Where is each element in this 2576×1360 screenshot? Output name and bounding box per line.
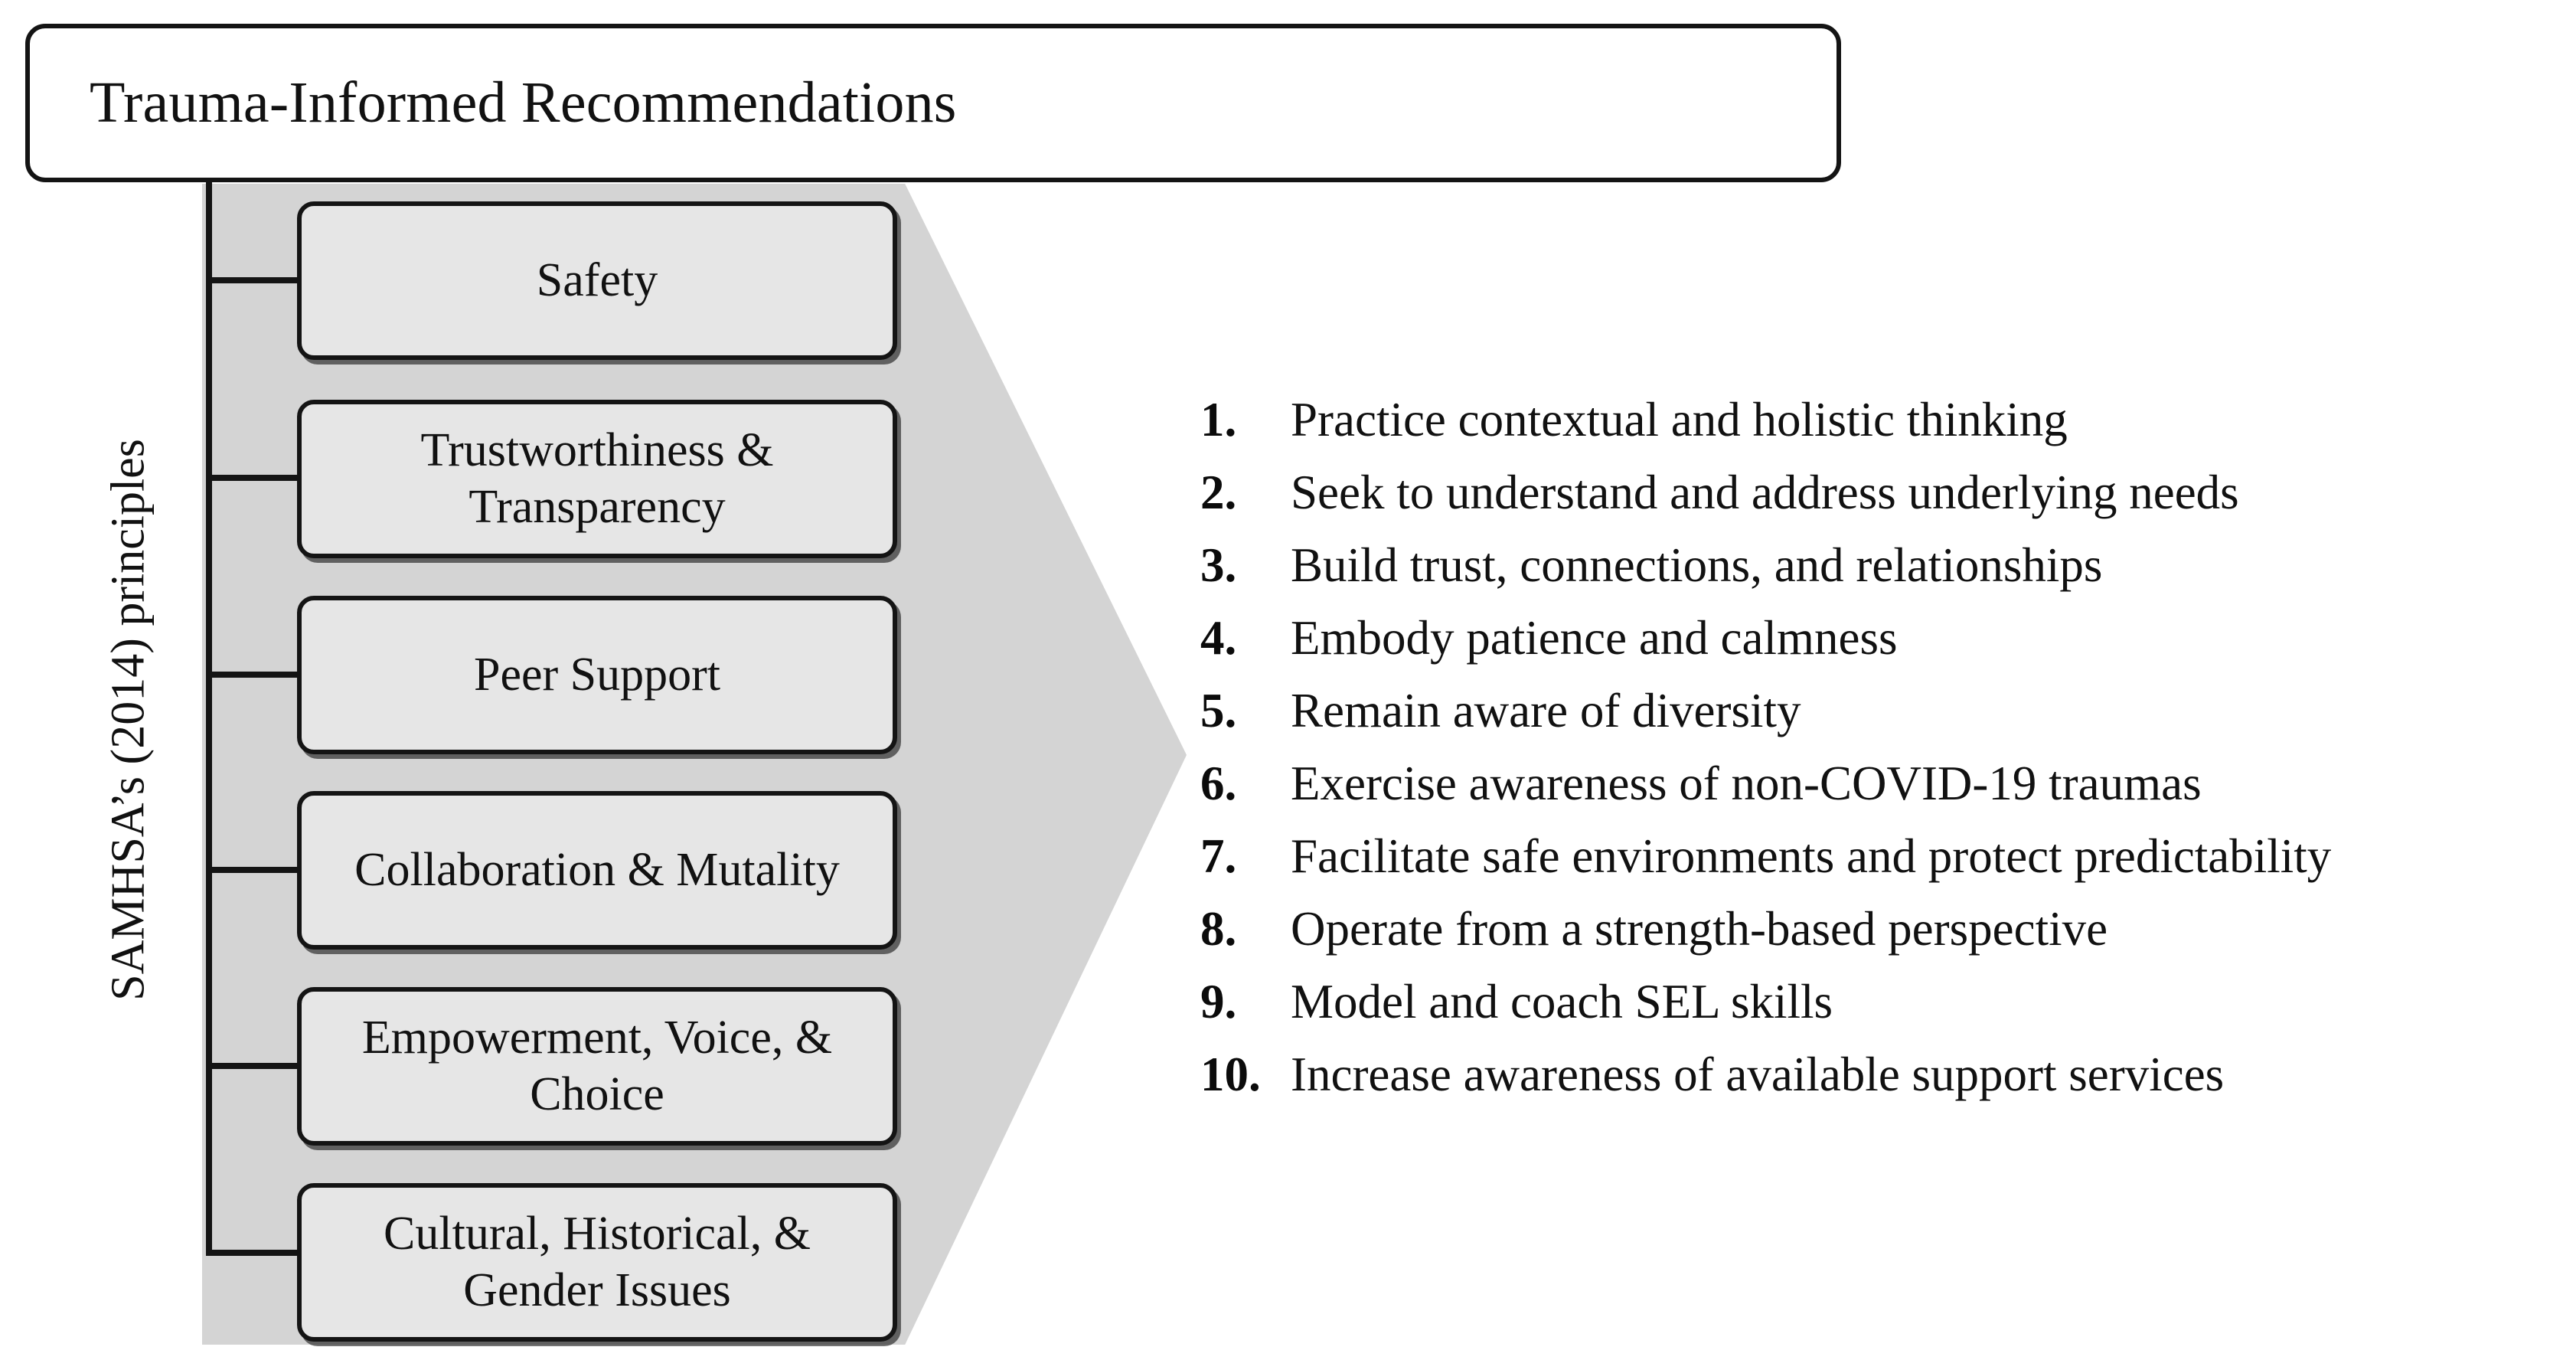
list-item: 6. Exercise awareness of non-COVID-19 tr…: [1200, 756, 2540, 829]
list-item-number: 10.: [1200, 1048, 1261, 1101]
list-item-text: Build trust, connections, and relationsh…: [1291, 538, 2103, 592]
list-item-number: 5.: [1200, 684, 1237, 737]
connector-branch-safety: [206, 277, 301, 283]
list-item: 9. Model and coach SEL skills: [1200, 974, 2540, 1047]
list-item-number: 8.: [1200, 902, 1237, 956]
principle-label: Peer Support: [473, 648, 721, 701]
list-item-text: Practice contextual and holistic thinkin…: [1291, 393, 2068, 446]
list-item-number: 1.: [1200, 393, 1237, 446]
list-item-text: Embody patience and calmness: [1291, 611, 1898, 665]
list-item: 3. Build trust, connections, and relatio…: [1200, 538, 2540, 610]
list-item: 5. Remain aware of diversity: [1200, 683, 2540, 756]
list-item-text: Remain aware of diversity: [1291, 684, 1801, 737]
title-box: Trauma-Informed Recommendations: [25, 24, 1841, 182]
list-item: 1. Practice contextual and holistic thin…: [1200, 392, 2540, 465]
list-item: 2. Seek to understand and address underl…: [1200, 465, 2540, 538]
principle-label: Cultural, Historical, & Gender Issues: [384, 1208, 811, 1316]
connector-branch-collaboration: [206, 867, 301, 873]
principle-box-empowerment-voice-choice: Empowerment, Voice, & Choice: [297, 987, 897, 1146]
list-item-number: 3.: [1200, 538, 1237, 592]
list-item-text: Increase awareness of available support …: [1291, 1048, 2225, 1101]
principle-label: Trustworthiness & Transparency: [420, 424, 774, 533]
list-item-text: Facilitate safe environments and protect…: [1291, 829, 2332, 883]
connector-branch-cultural: [206, 1250, 301, 1256]
connector-branch-empowerment: [206, 1063, 301, 1069]
list-item-number: 6.: [1200, 757, 1237, 810]
principle-label: Collaboration & Mutality: [354, 843, 840, 896]
axis-label-container: SAMHSA’s (2014) principles: [90, 329, 167, 1110]
principle-box-peer-support: Peer Support: [297, 596, 897, 754]
principle-label: Empowerment, Voice, & Choice: [361, 1012, 833, 1120]
list-item: 8. Operate from a strength-based perspec…: [1200, 901, 2540, 974]
recommendations-list: 1. Practice contextual and holistic thin…: [1200, 392, 2540, 1120]
list-item-number: 2.: [1200, 466, 1237, 519]
list-item-number: 4.: [1200, 611, 1237, 665]
principle-box-trustworthiness-transparency: Trustworthiness & Transparency: [297, 400, 897, 558]
connector-branch-trustworthiness: [206, 475, 301, 481]
list-item-text: Model and coach SEL skills: [1291, 975, 1833, 1028]
list-item-text: Exercise awareness of non-COVID-19 traum…: [1291, 757, 2202, 810]
connector-trunk-line: [206, 181, 212, 1253]
page-title: Trauma-Informed Recommendations: [90, 70, 957, 135]
list-item: 10. Increase awareness of available supp…: [1200, 1047, 2540, 1120]
principle-box-cultural-historical-gender: Cultural, Historical, & Gender Issues: [297, 1183, 897, 1342]
list-item: 4. Embody patience and calmness: [1200, 610, 2540, 683]
samhsa-principles-axis-label: SAMHSA’s (2014) principles: [102, 439, 155, 1001]
list-item-number: 7.: [1200, 829, 1237, 883]
list-item-text: Seek to understand and address underlyin…: [1291, 466, 2239, 519]
principle-label: Safety: [536, 253, 658, 306]
list-item-text: Operate from a strength-based perspectiv…: [1291, 902, 2108, 956]
connector-branch-peer-support: [206, 672, 301, 678]
principle-box-collaboration-mutality: Collaboration & Mutality: [297, 791, 897, 950]
list-item: 7. Facilitate safe environments and prot…: [1200, 829, 2540, 901]
principle-box-safety: Safety: [297, 201, 897, 360]
list-item-number: 9.: [1200, 975, 1237, 1028]
